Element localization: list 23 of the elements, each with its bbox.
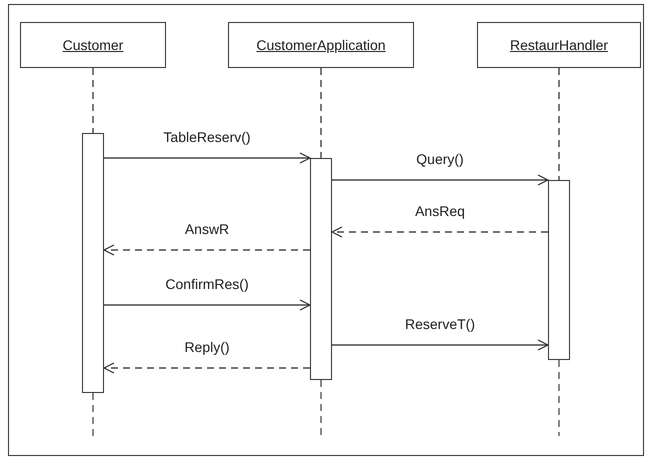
message-arrow <box>332 339 549 351</box>
lifeline <box>92 68 94 133</box>
message-arrow <box>104 152 311 164</box>
message-arrow <box>332 174 549 186</box>
message-label: TableReserv() <box>163 129 251 145</box>
message-label: AnsReq <box>415 203 465 219</box>
lifeline <box>320 68 322 158</box>
activation-bar <box>310 158 332 380</box>
lifeline <box>558 68 560 180</box>
lifeline-header: Customer <box>20 22 166 68</box>
message-arrow <box>104 299 311 311</box>
lifeline-header: RestaurHandler <box>477 22 641 68</box>
lifeline-header: CustomerApplication <box>228 22 414 68</box>
return-arrow <box>103 362 310 374</box>
return-arrow <box>103 244 310 256</box>
message-label: Reply() <box>184 339 230 355</box>
message-label: ReserveT() <box>405 316 475 332</box>
message-label: Query() <box>416 151 464 167</box>
activation-bar <box>82 133 104 393</box>
activation-bar <box>548 180 570 360</box>
message-label: ConfirmRes() <box>165 276 249 292</box>
return-arrow <box>331 226 548 238</box>
message-label: AnswR <box>184 221 230 237</box>
